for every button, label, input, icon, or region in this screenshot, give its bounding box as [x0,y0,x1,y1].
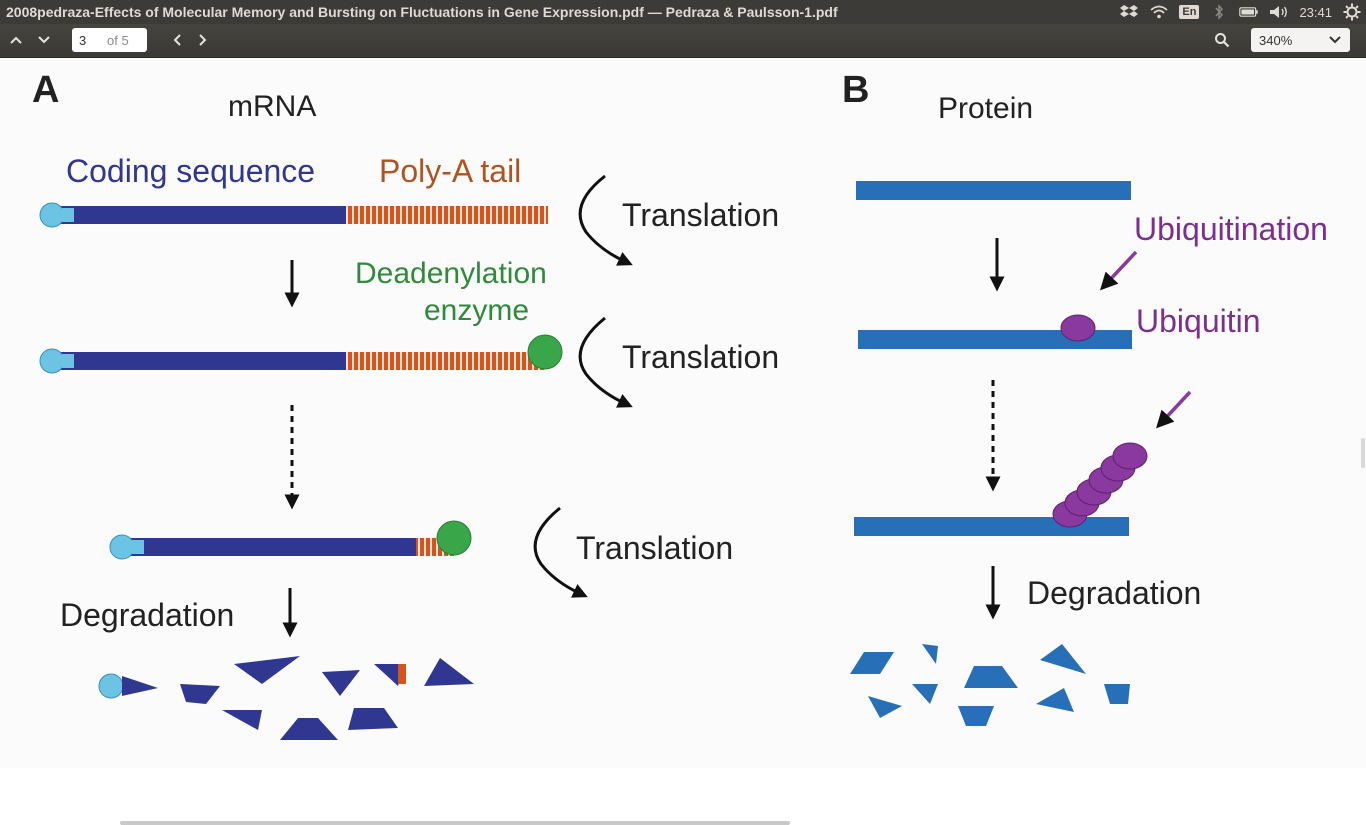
translation-label-2: Translation [622,339,779,375]
protein-bar [856,181,1131,200]
window-title: 2008pedraza-Effects of Molecular Memory … [6,4,838,20]
chevron-down-icon [1329,36,1341,44]
battery-icon[interactable] [1239,2,1259,22]
viewer-toolbar: 3 of 5 340% [0,24,1366,58]
panel-b-letter: B [842,69,869,111]
protein-bar [854,517,1129,536]
mrna-full [39,202,548,228]
chevron-down-icon [38,36,50,44]
wifi-icon[interactable] [1149,2,1169,22]
previous-page-button[interactable] [4,28,28,52]
deadenylation-enzyme [527,334,563,370]
window-titlebar: 2008pedraza-Effects of Molecular Memory … [0,0,1366,24]
find-button[interactable] [1210,28,1234,52]
deadenylation-enzyme [436,520,472,556]
page-number-field[interactable]: 3 of 5 [72,28,147,52]
chevron-left-icon [173,34,181,46]
ubiquitination-label: Ubiquitination [1134,211,1328,247]
system-indicators: En 23:41 [1119,0,1362,24]
mrna-fragments [98,656,474,740]
document-view[interactable]: A mRNA Coding sequence Poly-A tail Trans… [0,58,1366,825]
chevron-up-icon [10,36,22,44]
bluetooth-icon[interactable] [1209,2,1229,22]
mrna-cap [39,202,65,228]
panel-b-title: Protein [938,92,1033,125]
page-total-label: of 5 [107,32,129,48]
protein-degradation-label: Degradation [1027,575,1201,611]
panel-a-letter: A [32,69,59,111]
vertical-scrollbar[interactable] [1361,438,1365,468]
next-page-button[interactable] [32,28,56,52]
curved-arrow [578,316,633,408]
protein-fragments [850,644,1130,726]
figure-canvas: A mRNA Coding sequence Poly-A tail Trans… [32,69,1328,740]
coding-sequence-label: Coding sequence [66,153,315,189]
current-page-input[interactable]: 3 [79,32,87,48]
polyubiquitin-chain [1052,442,1148,528]
history-forward-button[interactable] [191,28,215,52]
translation-label-3: Translation [576,530,733,566]
chevron-right-icon [199,34,207,46]
translation-label-1: Translation [622,197,779,233]
curved-arrow [578,174,633,266]
volume-icon[interactable] [1269,2,1289,22]
panel-a-title: mRNA [228,90,316,123]
ubiquitin [1060,314,1096,342]
search-icon [1215,33,1230,48]
language-indicator[interactable]: En [1179,5,1200,19]
ubiquitin-label: Ubiquitin [1136,303,1261,339]
clock[interactable]: 23:41 [1299,4,1332,20]
poly-a-label: Poly-A tail [379,153,521,189]
mrna-cap [39,348,65,374]
purple-arrow [1156,390,1192,429]
mrna-cap [109,534,135,560]
mrna-degradation-label: Degradation [60,597,234,633]
deadenylation-label: Deadenylation [355,257,547,290]
gear-icon[interactable] [1342,2,1362,22]
curved-arrow [533,506,588,598]
dropbox-icon[interactable] [1119,2,1139,22]
enzyme-label: enzyme [424,294,529,327]
mrna-short-tail [109,520,472,560]
mrna-deadenylating [39,334,563,374]
horizontal-scrollbar[interactable] [120,821,790,825]
zoom-value: 340% [1259,32,1293,48]
purple-arrow [1100,250,1138,291]
zoom-select[interactable]: 340% [1251,28,1350,52]
history-back-button[interactable] [165,28,189,52]
